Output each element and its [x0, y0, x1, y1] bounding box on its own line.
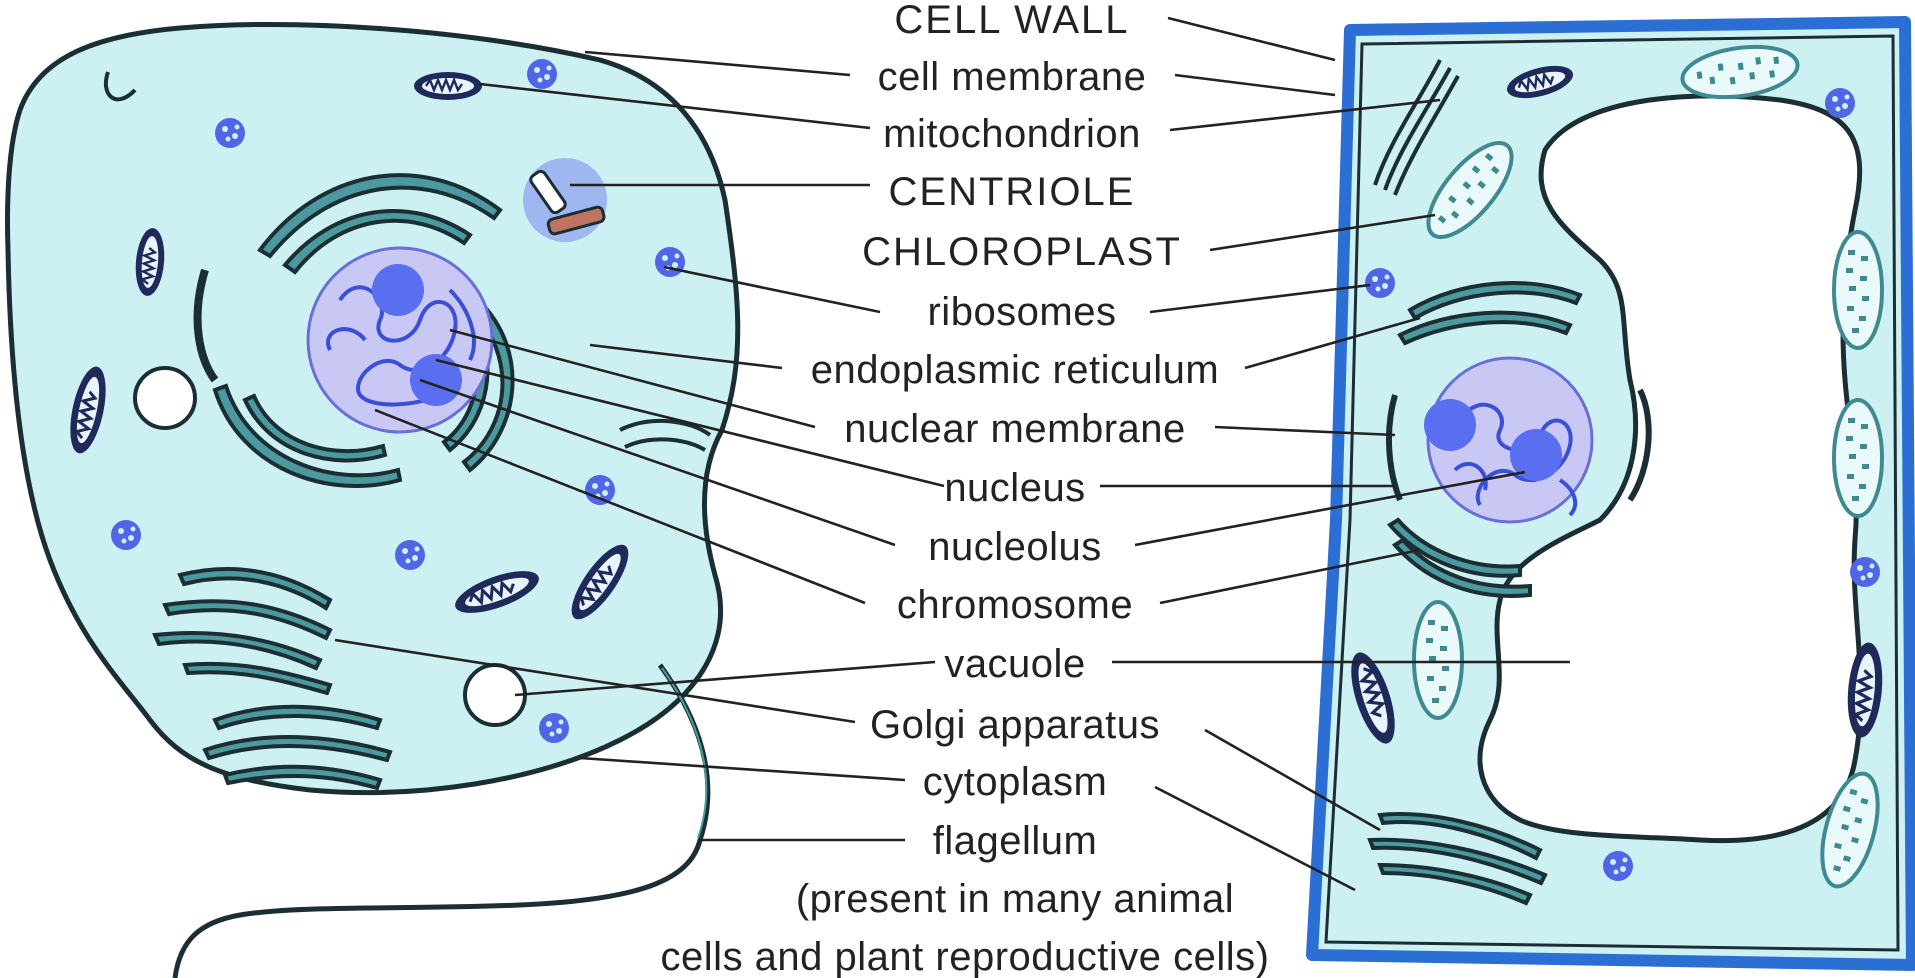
plant-ribosome: [1825, 88, 1855, 118]
label-cell-wall: CELL WALL: [894, 0, 1129, 42]
animal-ribosome: [585, 475, 615, 505]
label-flagellum-note-2: cells and plant reproductive cells): [661, 935, 1270, 978]
animal-ribosome: [655, 247, 685, 277]
animal-ribosome: [527, 59, 557, 89]
label-chloroplast: CHLOROPLAST: [862, 230, 1182, 274]
label-flagellum-note-1: (present in many animal: [796, 877, 1234, 921]
label-mitochondrion: mitochondrion: [883, 112, 1141, 156]
plant-cell: [1312, 22, 1912, 965]
label-vacuole: vacuole: [944, 642, 1085, 686]
animal-centriole: [523, 158, 607, 242]
label-cell-membrane: cell membrane: [878, 55, 1147, 99]
label-endoplasmic-reticulum: endoplasmic reticulum: [811, 348, 1219, 392]
label-ribosomes: ribosomes: [927, 290, 1116, 334]
plant-chloroplast: [1834, 400, 1882, 516]
label-chromosome: chromosome: [897, 583, 1133, 627]
animal-nucleolus-1: [372, 264, 424, 316]
animal-nucleolus-2: [410, 354, 462, 406]
animal-vacuole-1: [135, 368, 195, 428]
labels: CELL WALL cell membrane mitochondrion CE…: [661, 0, 1270, 978]
animal-ribosome: [111, 520, 141, 550]
label-cytoplasm: cytoplasm: [923, 760, 1108, 804]
label-centriole: CENTRIOLE: [889, 170, 1136, 214]
animal-ribosome: [395, 540, 425, 570]
label-nuclear-membrane: nuclear membrane: [844, 407, 1186, 451]
plant-ribosome: [1603, 851, 1633, 881]
animal-nucleus: [308, 248, 492, 432]
plant-nucleolus-1: [1424, 399, 1476, 451]
plant-ribosome: [1365, 268, 1395, 298]
plant-chloroplast: [1414, 602, 1462, 718]
animal-mitochondrion-1: [414, 72, 482, 100]
plant-ribosome: [1850, 557, 1880, 587]
label-nucleus: nucleus: [944, 466, 1085, 510]
label-flagellum: flagellum: [933, 819, 1098, 863]
animal-cell: [8, 25, 738, 978]
label-golgi-apparatus: Golgi apparatus: [870, 703, 1160, 747]
label-nucleolus: nucleolus: [928, 525, 1102, 569]
animal-ribosome: [539, 713, 569, 743]
plant-chloroplast: [1834, 232, 1882, 348]
animal-ribosome: [215, 118, 245, 148]
